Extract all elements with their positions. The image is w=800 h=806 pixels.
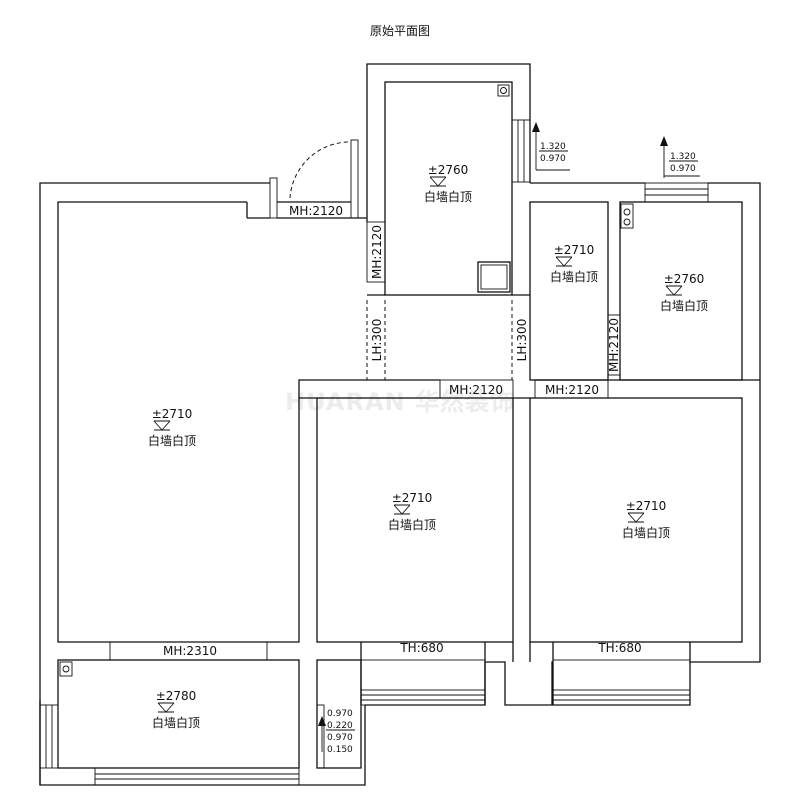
room-label-kitchen: ±2760 白墙白顶 (660, 272, 708, 313)
room-label-bed-right: ±2710 白墙白顶 (622, 499, 670, 540)
arrow-up-icon (660, 136, 700, 178)
room-label-corridor: ±2710 白墙白顶 (550, 243, 598, 284)
balcony-drain-icon (59, 661, 73, 677)
elevation-marker-icon (393, 504, 411, 515)
room-height: ±2760 (428, 163, 469, 177)
room-height: ±2710 (554, 243, 595, 257)
elevation-marker-icon (555, 256, 573, 267)
ceiling-note: 白墙白顶 (424, 189, 472, 204)
elevation-marker-icon (157, 702, 175, 713)
lh-left-label: LH:300 (370, 319, 384, 362)
balcony-window-mark-3: 0.970 (327, 733, 353, 743)
elevation-marker-icon (627, 512, 645, 523)
room-height: ±2710 (392, 491, 433, 505)
room-labels: ±2710白墙白顶±2760白墙白顶±2710白墙白顶±2760白墙白顶±271… (148, 163, 708, 730)
mh-kitchen-label: MH:2120 (607, 318, 621, 372)
room-balcony (57, 659, 300, 769)
th-right-label: TH:680 (597, 641, 641, 655)
room-label-balcony: ±2780 白墙白顶 (152, 689, 200, 730)
window-bath (511, 119, 531, 183)
mh-bath-label: MH:2120 (370, 225, 384, 279)
window-kitchen (644, 182, 709, 203)
kitchen-window-mark-1: 1.320 (670, 152, 696, 162)
room-outlines (57, 81, 760, 769)
kitchen-drain-icon (620, 203, 634, 229)
balcony-window-mark-2: 0.220 (327, 721, 353, 731)
room-height: ±2710 (152, 407, 193, 421)
room-height: ±2710 (626, 499, 667, 513)
room-label-bath-top: ±2760 白墙白顶 (424, 163, 472, 204)
ceiling-note: 白墙白顶 (148, 433, 196, 448)
plan-title: 原始平面图 (370, 24, 430, 38)
ceiling-note: 白墙白顶 (388, 517, 436, 532)
window-balcony-bottom (94, 767, 300, 786)
room-label-bed-mid: ±2710 白墙白顶 (388, 491, 436, 532)
ceiling-note: 白墙白顶 (152, 715, 200, 730)
ceiling-note: 白墙白顶 (550, 269, 598, 284)
window-bed-right (552, 689, 691, 706)
elevation-marker-icon (429, 176, 447, 187)
th-mid-label: TH:680 (399, 641, 443, 655)
mh-balcony-label: MH:2310 (163, 644, 217, 658)
elevation-marker-icon (153, 420, 171, 431)
room-corridor (529, 201, 609, 381)
shower-tray-icon (477, 261, 511, 293)
mh-entry-label: MH:2120 (289, 204, 343, 218)
windows (39, 119, 709, 786)
window-balcony-left (39, 704, 59, 769)
room-bed-right (529, 397, 743, 643)
mh-bed-right-label: MH:2120 (545, 383, 599, 397)
outer-walls (39, 63, 761, 786)
elevation-marker-icon (665, 285, 683, 296)
kitchen-window-mark-2: 0.970 (670, 164, 696, 174)
fixtures (59, 84, 700, 752)
watermark: HUARAN 华然装饰 (285, 388, 515, 416)
arrow-up-icon (318, 716, 326, 752)
balcony-window-mark-4: 0.150 (327, 745, 353, 755)
arrow-up-icon (532, 122, 570, 171)
room-living (57, 201, 300, 643)
room-height: ±2780 (156, 689, 197, 703)
dashed-openings (109, 221, 691, 661)
window-pocket (316, 704, 325, 769)
entry-door (269, 139, 367, 219)
lh-right-label: LH:300 (515, 319, 529, 362)
room-bath-top (384, 81, 513, 296)
ceiling-note: 白墙白顶 (622, 525, 670, 540)
balcony-window-mark-1: 0.970 (327, 709, 353, 719)
room-height: ±2760 (664, 272, 705, 286)
drain-icon (497, 84, 510, 97)
ceiling-note: 白墙白顶 (660, 298, 708, 313)
mh-bed-mid-label: MH:2120 (449, 383, 503, 397)
window-bed-mid (360, 689, 486, 706)
room-kitchen (619, 201, 743, 381)
bath-window-mark-1: 1.320 (540, 142, 566, 152)
bath-window-mark-2: 0.970 (540, 154, 566, 164)
room-label-living: ±2710 白墙白顶 (148, 407, 196, 448)
